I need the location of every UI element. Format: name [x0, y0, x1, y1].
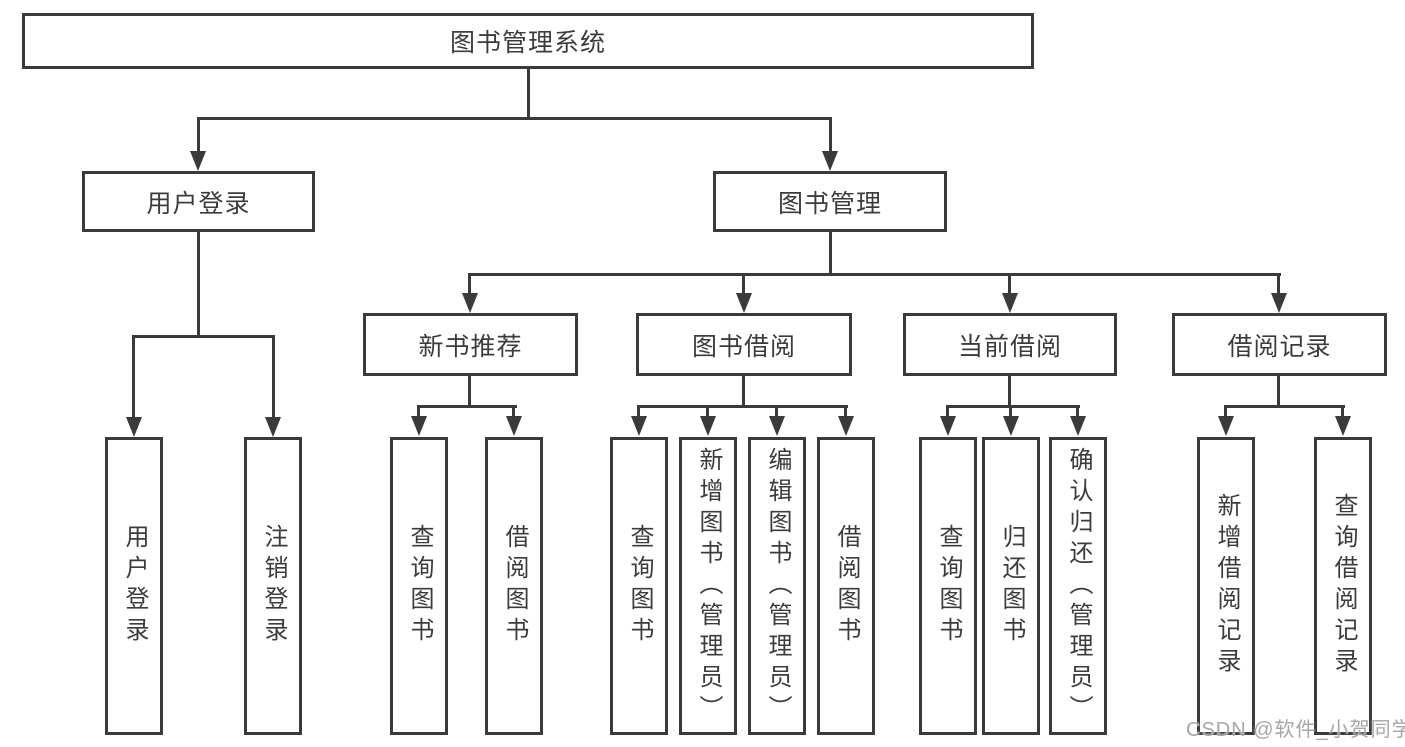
connector-line [132, 335, 275, 338]
leaf-add-borrow-record: 新增借阅记录 [1197, 437, 1255, 735]
arrow-down-icon [838, 416, 854, 436]
arrow-down-icon [462, 293, 478, 313]
node-current-borrowing: 当前借阅 [903, 313, 1117, 376]
leaf-query-books-borrowing: 查询图书 [610, 437, 668, 735]
leaf-user-login: 用户登录 [105, 437, 163, 735]
connector-line [946, 405, 949, 418]
arrow-down-icon [1002, 293, 1018, 313]
connector-line [272, 335, 275, 418]
node-borrowing-records: 借阅记录 [1172, 313, 1387, 376]
arrow-down-icon [769, 416, 785, 436]
connector-line [1341, 405, 1344, 418]
connector-line [1076, 405, 1079, 418]
arrow-down-icon [1335, 416, 1351, 436]
arrow-down-icon [411, 416, 427, 436]
connector-line [946, 405, 1080, 408]
arrow-down-icon [1218, 416, 1234, 436]
arrow-down-icon [736, 293, 752, 313]
connector-line [1277, 273, 1280, 295]
connector-line [1224, 405, 1345, 408]
connector-line [468, 374, 471, 407]
arrow-down-icon [506, 416, 522, 436]
connector-line [417, 405, 420, 418]
connector-line [468, 273, 471, 295]
connector-line [197, 117, 200, 153]
node-user-login: 用户登录 [82, 171, 315, 232]
arrow-down-icon [1070, 416, 1086, 436]
leaf-add-books-admin: 新增图书（管理员） [679, 437, 737, 735]
arrow-down-icon [190, 151, 206, 171]
arrow-down-icon [265, 417, 281, 437]
connector-line [1008, 374, 1011, 407]
connector-line [512, 405, 515, 418]
connector-line [1224, 405, 1227, 418]
arrow-down-icon [126, 417, 142, 437]
leaf-confirm-return-admin: 确认归还（管理员） [1049, 437, 1107, 735]
csdn-watermark: CSDN @软件_小贺同学 [1186, 719, 1405, 741]
connector-line [775, 405, 778, 418]
connector-line [829, 230, 832, 276]
connector-line [637, 405, 848, 408]
arrow-down-icon [700, 416, 716, 436]
connector-line [742, 273, 745, 295]
connector-line [829, 117, 832, 153]
node-book-borrowing: 图书借阅 [636, 313, 852, 376]
connector-line [468, 273, 1281, 276]
leaf-borrow-books-recommend: 借阅图书 [485, 437, 543, 735]
connector-line [417, 405, 517, 408]
connector-line [132, 335, 135, 418]
node-library-management-system: 图书管理系统 [22, 13, 1034, 69]
connector-line [197, 230, 200, 338]
connector-line [844, 405, 847, 418]
arrow-down-icon [822, 151, 838, 171]
connector-line [742, 374, 745, 407]
connector-line [706, 405, 709, 418]
leaf-query-books-recommend: 查询图书 [390, 437, 448, 735]
connector-line [1008, 273, 1011, 295]
node-book-management: 图书管理 [713, 171, 947, 232]
leaf-borrow-books: 借阅图书 [817, 437, 875, 735]
leaf-logout: 注销登录 [244, 437, 302, 735]
arrow-down-icon [1003, 416, 1019, 436]
leaf-edit-books-admin: 编辑图书（管理员） [748, 437, 806, 735]
arrow-down-icon [631, 416, 647, 436]
connector-line [637, 405, 640, 418]
arrow-down-icon [940, 416, 956, 436]
connector-line [197, 117, 832, 120]
connector-line [527, 67, 530, 120]
leaf-return-books: 归还图书 [982, 437, 1040, 735]
leaf-query-books-current: 查询图书 [919, 437, 977, 735]
connector-line [1009, 405, 1012, 418]
leaf-query-borrow-record: 查询借阅记录 [1314, 437, 1372, 735]
arrow-down-icon [1271, 293, 1287, 313]
connector-line [1277, 374, 1280, 407]
node-new-book-recommendation: 新书推荐 [363, 313, 578, 376]
